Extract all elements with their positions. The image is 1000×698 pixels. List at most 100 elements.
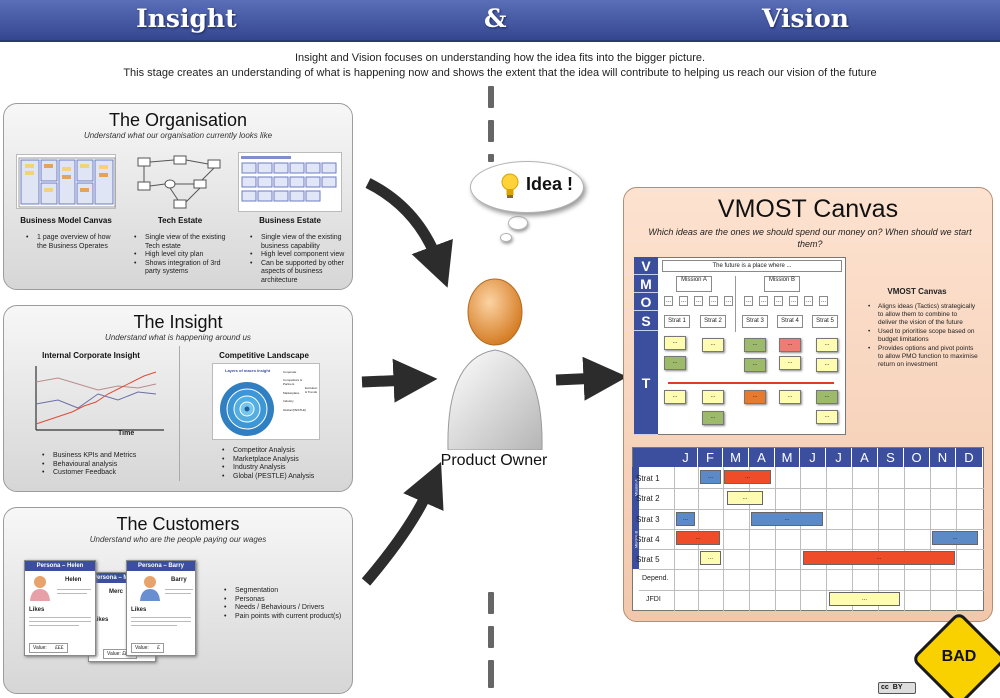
arrow-owner-to-vmost xyxy=(555,356,628,401)
mission-b-band xyxy=(632,509,639,569)
strategy-cell: Strat 4 xyxy=(777,315,803,328)
list-item: High level city plan xyxy=(134,251,234,260)
person-icon xyxy=(30,576,50,601)
roadmap-bar[interactable]: ... xyxy=(751,512,823,526)
persona-likes: Likes xyxy=(29,607,45,613)
tactic-sticky[interactable]: ... xyxy=(816,390,838,404)
bullets-competitive-landscape: Competitor Analysis Marketplace Analysis… xyxy=(222,447,352,481)
list-item: Business KPIs and Metrics xyxy=(42,452,172,461)
vmost-letter: M xyxy=(634,275,658,293)
roadmap-bar[interactable]: ... xyxy=(700,470,721,484)
tactic-sticky[interactable]: ... xyxy=(744,338,766,352)
vmost-box-title: VMOST Canvas xyxy=(887,287,947,296)
list-item: Single view of the existing Tech estate xyxy=(134,234,234,251)
month-header: M xyxy=(775,448,800,467)
arrow-customers-to-owner xyxy=(361,461,444,586)
month-header: F xyxy=(698,448,723,467)
tactic-sticky[interactable]: ... xyxy=(816,410,838,424)
tactic-sticky[interactable]: ... xyxy=(779,390,801,404)
mission-a-cell: Mission A xyxy=(676,276,712,292)
landscape-label: Industry xyxy=(283,399,294,403)
insight-subtitle: Understand what is happening around us xyxy=(105,333,251,342)
roadmap-bar[interactable]: ... xyxy=(700,551,721,565)
vmost-letter: S xyxy=(634,311,658,331)
month-header: J xyxy=(674,448,698,467)
list-item: Customer Feedback xyxy=(42,469,172,478)
business-model-canvas-thumbnail xyxy=(16,154,116,209)
caption-tech-estate: Tech Estate xyxy=(157,216,203,225)
organisation-title: The Organisation xyxy=(108,110,248,130)
objective-cell: ... xyxy=(694,296,703,306)
list-item: Behavioural analysis xyxy=(42,461,172,470)
business-estate-thumbnail xyxy=(238,152,342,212)
roadmap-header-corner xyxy=(633,448,674,467)
caption-internal-corporate-insight: Internal Corporate Insight xyxy=(42,351,140,360)
tactic-sticky[interactable]: ... xyxy=(816,358,838,372)
bullets-business-model-canvas: 1 page overview of how the Business Oper… xyxy=(26,234,122,251)
objective-cell: ... xyxy=(709,296,718,306)
roadmap-bar[interactable]: ... xyxy=(676,512,695,526)
thought-puff xyxy=(508,216,528,230)
value-label: Value: xyxy=(33,645,47,651)
organisation-subtitle: Understand what our organisation current… xyxy=(83,131,273,140)
tactic-sticky[interactable]: ... xyxy=(702,411,724,425)
product-owner-label: Product Owner xyxy=(440,452,548,469)
tactic-sticky[interactable]: ... xyxy=(744,390,766,404)
tactic-sticky[interactable]: ... xyxy=(664,390,686,404)
insight-title: The Insight xyxy=(133,312,223,332)
tactic-sticky[interactable]: ... xyxy=(779,338,801,352)
tactic-sticky[interactable]: ... xyxy=(702,390,724,404)
strategy-cell: Strat 3 xyxy=(742,315,768,328)
banner-vision: Vision xyxy=(762,4,849,33)
intro-line-1: Insight and Vision focuses on understand… xyxy=(294,52,706,64)
persona-header: Persona – Barry xyxy=(127,561,195,571)
list-item: Global (PESTLE) Analysis xyxy=(222,473,352,482)
caption-business-estate: Business Estate xyxy=(259,216,321,225)
product-owner-icon xyxy=(447,278,543,450)
list-item: High level component view xyxy=(250,251,346,260)
roadmap-row-label: Strat 4 xyxy=(636,535,660,544)
insight-divider xyxy=(179,346,180,481)
persona-name: Helen xyxy=(65,577,82,583)
roadmap-row-label: Strat 2 xyxy=(636,494,660,503)
intro-text: Insight and Vision focuses on understand… xyxy=(0,51,1000,81)
objective-cell: ... xyxy=(679,296,688,306)
tactic-sticky[interactable]: ... xyxy=(744,358,766,372)
arrow-organisation-to-owner xyxy=(365,178,453,288)
list-item: Industry Analysis xyxy=(222,464,352,473)
time-axis-label: Time xyxy=(118,430,135,437)
list-item: Single view of the existing business cap… xyxy=(250,234,346,251)
list-item: Provides options and pivot points to all… xyxy=(868,345,978,369)
roadmap-bar[interactable]: ... xyxy=(724,470,771,484)
caption-competitive-landscape: Competitive Landscape xyxy=(219,351,309,360)
persona-name: Barry xyxy=(171,577,187,583)
tech-estate-thumbnail xyxy=(134,154,226,212)
customers-title: The Customers xyxy=(116,514,240,534)
roadmap-bar[interactable]: ... xyxy=(727,491,763,505)
landscape-label: Competitors & Partners xyxy=(283,378,303,386)
tactic-sticky[interactable]: ... xyxy=(664,336,686,350)
intro-line-2: This stage creates an understanding of w… xyxy=(123,67,877,79)
banner-insight: Insight xyxy=(136,4,237,33)
roadmap-bar[interactable]: ... xyxy=(676,531,720,545)
roadmap-bar[interactable]: ... xyxy=(932,531,978,545)
list-item: Shows integration of 3rd party systems xyxy=(134,260,234,277)
tactic-sticky[interactable]: ... xyxy=(664,356,686,370)
cc-mark: cc xyxy=(881,684,889,691)
roadmap-bar[interactable]: ... xyxy=(829,592,900,606)
list-item: 1 page overview of how the Business Oper… xyxy=(26,234,122,251)
divider-dash xyxy=(488,626,494,648)
vmost-letter: T xyxy=(634,331,658,435)
month-header: J xyxy=(826,448,852,467)
month-header: N xyxy=(930,448,956,467)
month-header: S xyxy=(878,448,904,467)
objective-cell: ... xyxy=(759,296,768,306)
vmost-letter: O xyxy=(634,293,658,311)
tactic-sticky[interactable]: ... xyxy=(816,338,838,352)
tactic-sticky[interactable]: ... xyxy=(702,338,724,352)
list-item: Marketplace Analysis xyxy=(222,456,352,465)
tactic-sticky[interactable]: ... xyxy=(779,356,801,370)
landscape-label: Evolution & Trends xyxy=(305,386,318,394)
roadmap-bar[interactable]: ... xyxy=(803,551,955,565)
vmost-bullets: Aligns ideas (Tactics) strategically to … xyxy=(868,303,978,370)
